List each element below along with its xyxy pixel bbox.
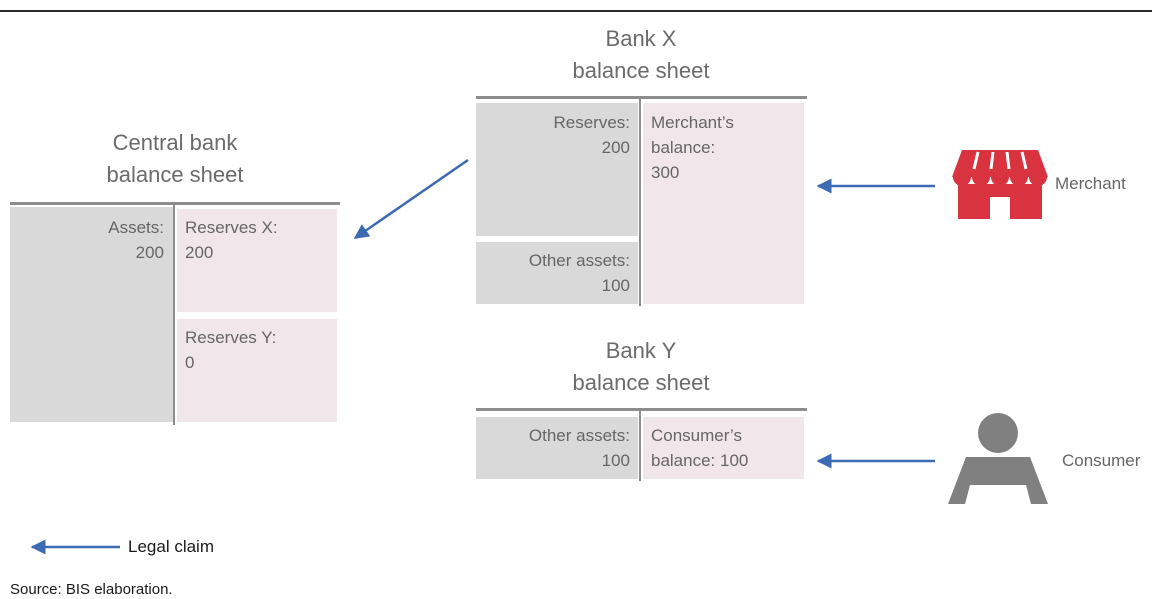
bank-y-consumer-text: Consumer’s balance: 100 [651,423,801,473]
arrow-bankx-to-centralbank [353,158,469,240]
bank-x-other-assets-text: Other assets: 100 [476,248,630,298]
bank-y-title: Bank Y balance sheet [476,335,806,399]
bank-x-merchant-text: Merchant’s balance: 300 [651,110,801,185]
central-bank-reserves-y-text: Reserves Y: 0 [185,325,335,375]
central-bank-title-line2: balance sheet [106,162,244,187]
bank-y-title-line1: Bank Y [605,338,677,363]
legend-label: Legal claim [128,537,214,556]
central-bank-reserves-x-label: Reserves X: [185,218,278,237]
bank-x-reserves-cell [476,103,638,236]
central-bank-assets-cell [10,207,173,422]
bank-x-other-assets-label: Other assets: [528,251,630,270]
bank-x-reserves-value: 200 [601,138,630,157]
consumer-label: Consumer [1062,451,1141,470]
central-bank-reserves-y-label: Reserves Y: [185,328,277,347]
bank-x-other-assets-cell [476,242,638,304]
bank-y-divider [639,410,641,481]
bank-x-reserves-text: Reserves: 200 [476,110,630,160]
bank-x-title-line1: Bank X [605,26,677,51]
bank-y-other-assets-cell [476,417,638,479]
bank-y-consumer-line1: Consumer’s [651,426,743,445]
central-bank-reserves-x-text: Reserves X: 200 [185,215,335,265]
central-bank-reserves-y-value: 0 [185,353,195,372]
central-bank-reserves-x-value: 200 [185,243,214,262]
central-bank-title-line1: Central bank [112,130,238,155]
central-bank-assets-text: Assets: 200 [10,215,164,265]
bank-y-consumer-cell [643,417,804,479]
central-bank-title: Central bank balance sheet [10,127,340,191]
bank-x-merchant-line2: balance: [651,138,716,157]
bank-x-title: Bank X balance sheet [476,23,806,87]
central-bank-header-rule [10,202,340,205]
central-bank-reserves-y-cell [177,319,337,422]
bank-y-title-line2: balance sheet [572,370,710,395]
bank-x-merchant-line1: Merchant’s [651,113,734,132]
central-bank-assets-label: Assets: [108,218,164,237]
store-icon [952,150,1048,219]
bank-x-title-line2: balance sheet [572,58,710,83]
bank-x-other-assets-value: 100 [601,276,630,295]
bank-x-reserves-label: Reserves: [553,113,630,132]
bank-y-other-assets-text: Other assets: 100 [476,423,630,473]
bank-x-merchant-cell [643,103,804,304]
central-bank-assets-value: 200 [135,243,164,262]
central-bank-divider [173,203,175,425]
bank-y-header-rule [476,408,807,411]
bank-x-divider [639,98,641,306]
source-note: Source: BIS elaboration. [10,581,173,598]
bank-x-merchant-value: 300 [651,163,680,182]
top-rule [0,10,1152,12]
merchant-label: Merchant [1055,174,1126,193]
bank-x-header-rule [476,96,807,99]
bank-y-consumer-line2: balance: 100 [651,451,749,470]
bank-y-other-assets-value: 100 [601,451,630,470]
bank-y-other-assets-label: Other assets: [528,426,630,445]
central-bank-reserves-x-cell [177,209,337,312]
person-icon [948,413,1048,504]
